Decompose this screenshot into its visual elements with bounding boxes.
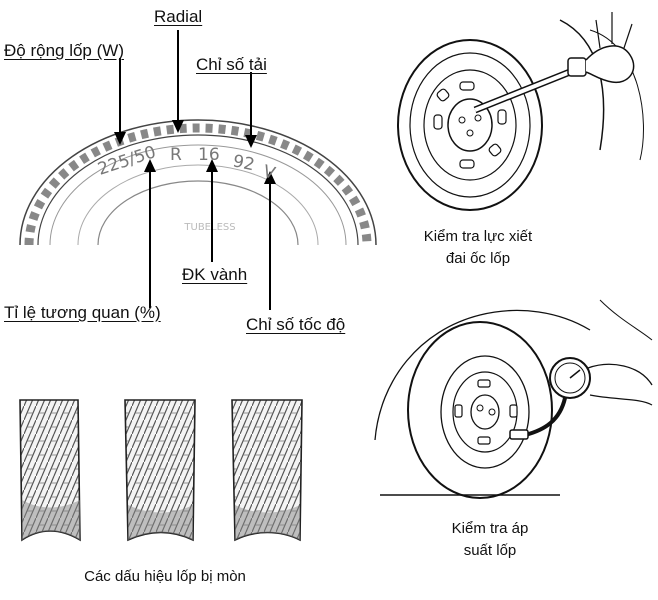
pressure-check-illustration <box>374 299 653 499</box>
pressure-caption-line2: suất lốp <box>463 542 517 559</box>
code-speed-text: V <box>261 162 278 185</box>
tread-strip-3 <box>231 399 303 542</box>
pressure-caption: Kiểm tra áp suất lốp <box>420 518 560 562</box>
tread-wear-illustration <box>19 399 303 542</box>
radial-label: Radial <box>154 7 203 26</box>
code-load-text: 92 <box>231 151 256 175</box>
code-rim-text: 16 <box>198 145 220 165</box>
tire-width-label: Độ rộng lốp (W) <box>4 41 124 60</box>
code-size-text: 225/50 <box>95 142 158 180</box>
lug-nut-caption: Kiểm tra lực xiết đai ốc lốp <box>398 226 558 270</box>
pressure-caption-line1: Kiểm tra áp <box>451 520 529 537</box>
lug-nut-check-illustration <box>397 12 644 211</box>
aspect-ratio-label: Tỉ lệ tương quan (%) <box>4 303 161 322</box>
tread-strip-1 <box>19 399 81 542</box>
rim-diameter-label: ĐK vành <box>182 265 248 284</box>
lug-nut-caption-line2: đai ốc lốp <box>445 250 511 267</box>
tire-sidewall-illustration: TUBELESS <box>19 30 377 310</box>
load-index-label: Chỉ số tải <box>196 55 267 74</box>
tread-strip-2 <box>124 399 196 542</box>
speed-index-label: Chỉ số tốc độ <box>246 315 346 334</box>
code-construction-text: R <box>170 145 182 165</box>
lug-nut-caption-line1: Kiểm tra lực xiết <box>423 228 533 245</box>
tread-wear-caption: Các dấu hiệu lốp bị mòn <box>84 568 246 585</box>
svg-text:TUBELESS: TUBELESS <box>183 222 235 233</box>
